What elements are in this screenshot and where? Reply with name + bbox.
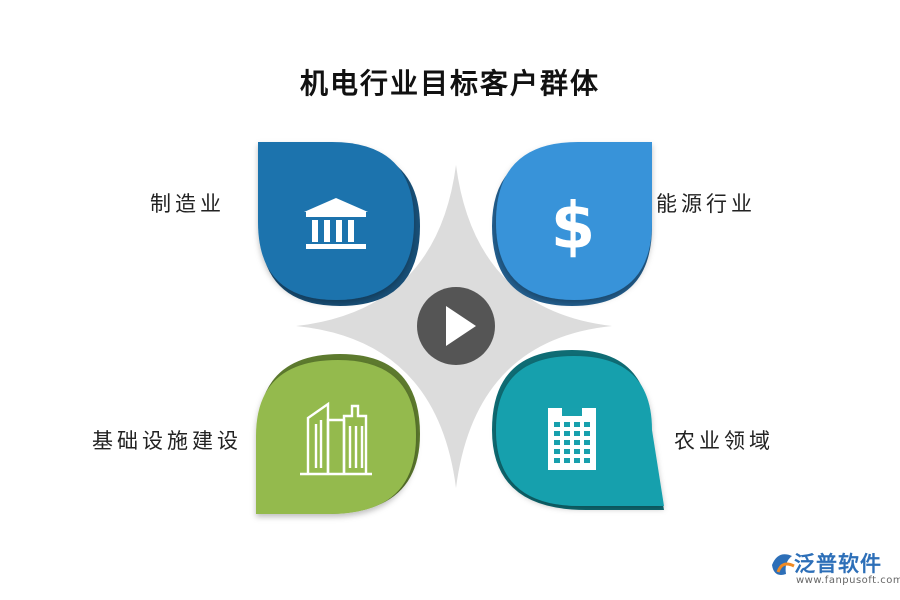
office-building-icon [548, 408, 596, 470]
building-window [574, 422, 580, 427]
dollar-icon: $ [551, 190, 596, 264]
building-window [554, 440, 560, 445]
building-window [564, 440, 570, 445]
building-window [554, 431, 560, 436]
city-buildings-icon [300, 401, 372, 476]
segment-label-manufacturing: 制造业 [150, 192, 225, 216]
building-window [554, 422, 560, 427]
building-window [564, 431, 570, 436]
logo-name: 泛普软件 [794, 552, 882, 576]
logo-mark [772, 554, 795, 575]
building-window [554, 449, 560, 454]
building-window [584, 431, 590, 436]
segment-label-agriculture: 农业领域 [674, 429, 774, 453]
petal-top-right [492, 142, 652, 306]
building-window [584, 422, 590, 427]
segment-label-infrastructure: 基础设施建设 [92, 429, 242, 453]
building-window [584, 449, 590, 454]
building-window [564, 458, 570, 463]
building-window [574, 458, 580, 463]
building-window [584, 458, 590, 463]
building-window [564, 449, 570, 454]
building-window [574, 440, 580, 445]
page-title: 机电行业目标客户群体 [299, 67, 600, 100]
logo: 泛普软件 www.fanpusoft.com [756, 548, 900, 594]
building-window [574, 449, 580, 454]
building-window [564, 422, 570, 427]
petal-bottom-left [256, 354, 420, 514]
bank-building-icon [304, 198, 368, 249]
building-window [584, 440, 590, 445]
logo-url: www.fanpusoft.com [796, 575, 900, 586]
building-window [554, 458, 560, 463]
segment-label-energy: 能源行业 [656, 192, 756, 216]
play-icon[interactable] [417, 287, 495, 365]
building-window [574, 431, 580, 436]
